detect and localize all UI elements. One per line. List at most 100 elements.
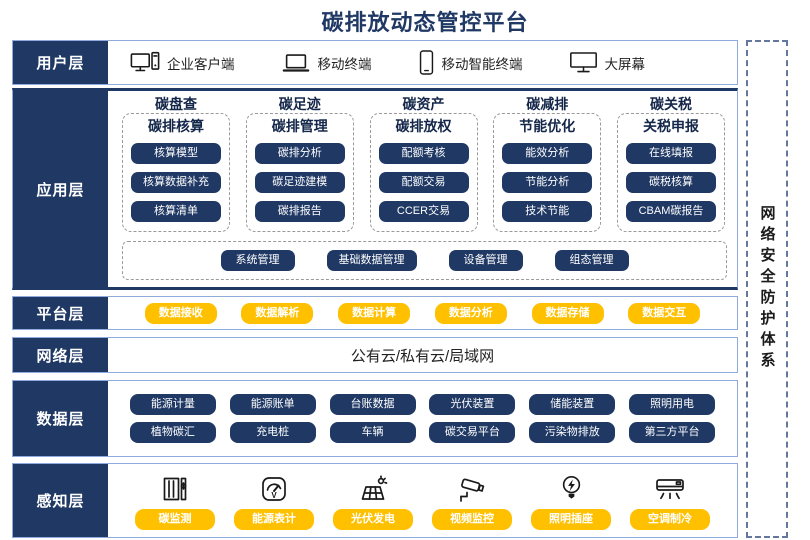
app-category-column: 碳关税关税申报在线填报碳税核算 CBAM碳报告 <box>615 96 727 232</box>
perception-item: 碳监测 <box>135 471 215 530</box>
data-source-pill: 照明用电 <box>629 394 716 415</box>
svg-text:V: V <box>271 491 277 500</box>
app-function-pill: 核算数据补充 <box>131 172 221 193</box>
user-layer-items: 企业客户端 移动终端 移动智能终端 大屏幕 <box>108 41 737 84</box>
data-source-pill: 碳交易平台 <box>429 422 516 443</box>
app-layer-content: 碳盘查碳排核算核算模型核算数据补充核算清单碳足迹碳排管理碳排分析碳足迹建模碳排报… <box>108 91 737 287</box>
app-function-pill: 核算模型 <box>131 143 221 164</box>
app-function-pill: 节能分析 <box>502 172 593 193</box>
perception-item: 空调制冷 <box>630 471 710 530</box>
network-layer-text: 公有云/私有云/局域网 <box>350 347 495 365</box>
energy-meter-icon: V <box>260 471 288 503</box>
platform-pill: 数据接收 <box>144 302 217 324</box>
perception-item: V 能源表计 <box>234 471 314 530</box>
user-device-label: 大屏幕 <box>604 56 646 72</box>
app-category-column: 碳足迹碳排管理碳排分析碳足迹建模碳排报告 <box>244 96 356 232</box>
data-source-pill: 光伏装置 <box>429 394 516 415</box>
perception-pill: 光伏发电 <box>333 509 413 530</box>
platform-pill: 数据计算 <box>338 302 411 324</box>
data-source-pill: 植物碳汇 <box>129 422 216 443</box>
perception-layer-band: 感知层 碳监测 V 能源表计光伏发电视频监控照明插座空调制冷 <box>12 463 738 538</box>
user-device-label: 移动终端 <box>317 56 372 72</box>
desktop-pc-icon <box>130 51 160 75</box>
layer-label-network: 网络层 <box>13 338 108 372</box>
layer-label-data: 数据层 <box>13 381 108 456</box>
app-module-title: 节能优化 <box>519 118 576 134</box>
app-function-pill: 碳足迹建模 <box>254 172 345 193</box>
light-socket-icon <box>560 471 583 503</box>
data-source-row: 能源计量能源账单台账数据光伏装置储能装置照明用电 <box>108 394 737 415</box>
user-device-item: 企业客户端 <box>130 51 235 75</box>
data-source-pill: 能源账单 <box>229 394 316 415</box>
app-common-pill: 设备管理 <box>448 250 523 271</box>
solar-power-icon <box>358 471 388 503</box>
security-sidebar: 网络安全防护体系 <box>746 40 788 538</box>
data-source-pill: 车辆 <box>329 422 416 443</box>
app-columns: 碳盘查碳排核算核算模型核算数据补充核算清单碳足迹碳排管理碳排分析碳足迹建模碳排报… <box>120 96 727 232</box>
page-title: 碳排放动态管控平台 <box>321 10 529 35</box>
user-device-item: 移动终端 <box>281 51 372 75</box>
app-common-box: 系统管理 基础数据管理 设备管理 组态管理 <box>122 241 727 280</box>
perception-pill: 照明插座 <box>531 509 611 530</box>
data-layer-band: 数据层 能源计量能源账单台账数据光伏装置储能装置照明用电植物碳汇充电桩车辆碳交易… <box>12 380 738 457</box>
app-function-pill: 碳税核算 <box>626 172 716 193</box>
perception-pill: 空调制冷 <box>630 509 710 530</box>
app-function-pill: 能效分析 <box>502 143 593 164</box>
app-module-title: 碳排核算 <box>148 118 204 134</box>
laptop-icon <box>281 51 311 75</box>
app-common-pill: 基础数据管理 <box>326 250 417 271</box>
data-source-pill: 充电桩 <box>229 422 316 443</box>
platform-pill: 数据分析 <box>434 302 507 324</box>
app-category-header: 碳资产 <box>402 96 445 112</box>
app-function-pill: CCER交易 <box>378 201 469 222</box>
data-source-pill: 第三方平台 <box>629 422 716 443</box>
app-function-pill: 配额交易 <box>378 172 469 193</box>
app-module-box: 碳排管理碳排分析碳足迹建模碳排报告 <box>245 113 354 232</box>
cctv-icon <box>457 471 487 503</box>
perception-item: 照明插座 <box>531 471 611 530</box>
data-source-row: 植物碳汇充电桩车辆碳交易平台污染物排放第三方平台 <box>108 422 737 443</box>
app-common-pill: 系统管理 <box>220 250 295 271</box>
perception-item: 光伏发电 <box>333 471 413 530</box>
layer-label-perception: 感知层 <box>13 464 108 537</box>
big-screen-icon <box>569 50 598 75</box>
platform-layer-band: 平台层 数据接收数据解析数据计算数据分析数据存储数据交互 <box>12 296 738 330</box>
perception-item: 视频监控 <box>432 471 512 530</box>
carbon-monitor-icon <box>161 471 189 503</box>
layer-label-platform: 平台层 <box>13 297 108 329</box>
app-category-header: 碳关税 <box>650 96 692 112</box>
app-function-pill: 配额考核 <box>378 143 469 164</box>
layer-label-app: 应用层 <box>13 91 108 287</box>
app-function-pill: 碳排报告 <box>254 201 345 222</box>
data-source-pill: 储能装置 <box>529 394 616 415</box>
app-module-box: 关税申报在线填报碳税核算 CBAM碳报告 <box>617 113 725 232</box>
data-source-pill: 污染物排放 <box>529 422 616 443</box>
app-function-pill: 在线填报 <box>626 143 716 164</box>
data-source-pill: 台账数据 <box>329 394 416 415</box>
platform-pill: 数据存储 <box>531 302 604 324</box>
platform-pill: 数据解析 <box>241 302 314 324</box>
app-function-pill: CBAM碳报告 <box>626 201 716 222</box>
network-layer-band: 网络层 公有云/私有云/局域网 <box>12 337 738 373</box>
air-conditioner-icon <box>655 471 685 503</box>
perception-pill: 视频监控 <box>432 509 512 530</box>
user-device-item: 移动智能终端 <box>418 49 523 76</box>
app-module-box: 碳排核算核算模型核算数据补充核算清单 <box>122 113 230 232</box>
perception-pill: 碳监测 <box>135 509 215 530</box>
app-module-title: 碳排管理 <box>271 118 328 134</box>
app-category-header: 碳足迹 <box>278 96 321 112</box>
app-common-pill: 组态管理 <box>554 250 629 271</box>
perception-layer-items: 碳监测 V 能源表计光伏发电视频监控照明插座空调制冷 <box>108 464 737 537</box>
user-layer-band: 用户层 企业客户端 移动终端 移动智能终端 大屏幕 <box>12 40 738 85</box>
user-device-item: 大屏幕 <box>569 50 646 75</box>
user-device-label: 移动智能终端 <box>441 56 523 72</box>
security-sidebar-label: 网络安全防护体系 <box>758 205 776 373</box>
app-function-pill: 碳排分析 <box>254 143 345 164</box>
perception-pill: 能源表计 <box>234 509 314 530</box>
layer-label-user: 用户层 <box>13 41 108 84</box>
data-source-pill: 能源计量 <box>129 394 216 415</box>
app-category-column: 碳减排节能优化能效分析节能分析技术节能 <box>491 96 603 232</box>
app-module-title: 关税申报 <box>643 118 699 134</box>
